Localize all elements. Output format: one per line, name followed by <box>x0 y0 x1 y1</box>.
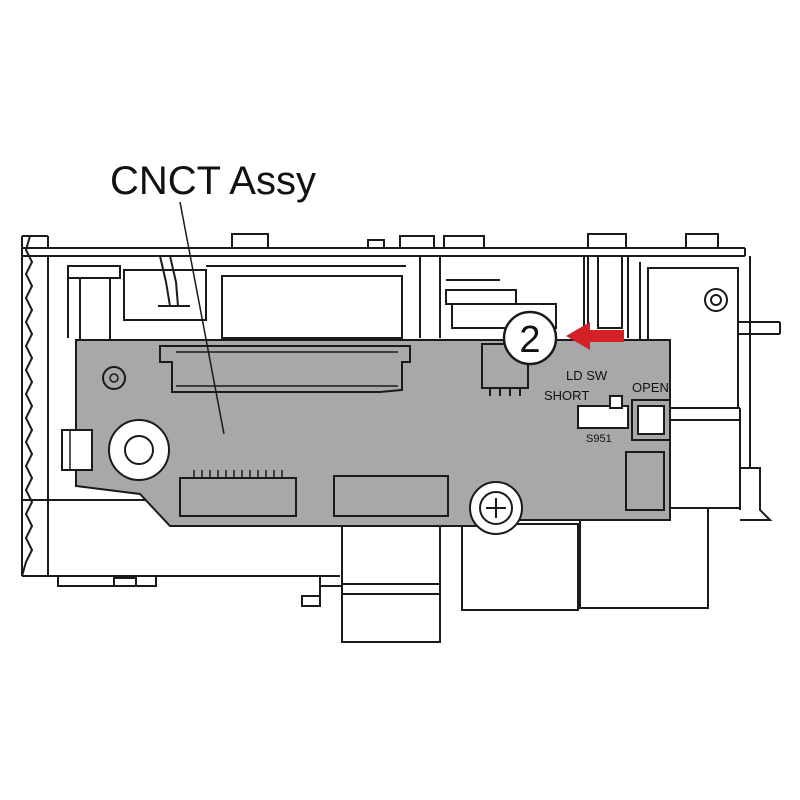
board-bottom-center-connector <box>333 475 449 517</box>
ld-switch-short-label: SHORT <box>544 388 589 403</box>
board-bottom-left-connector <box>179 477 297 517</box>
cnct-board <box>61 339 671 535</box>
ld-switch-open-label: OPEN <box>632 380 669 395</box>
ld-switch-slider <box>609 395 623 409</box>
ld-switch-body <box>577 405 629 429</box>
callout-label: CNCT Assy <box>110 159 316 203</box>
board-mount-hole-icon <box>102 366 126 390</box>
ld-switch-part-ref: S951 <box>586 433 612 445</box>
callout-leader-line <box>179 201 225 435</box>
chassis-serrated-edge <box>21 235 34 577</box>
housing-screw-icon <box>704 288 728 312</box>
step-marker: 2 <box>502 310 558 366</box>
step-number: 2 <box>519 319 540 361</box>
board-left-clip <box>61 429 93 471</box>
direction-arrow-icon <box>566 322 624 350</box>
board-bottom-right-component <box>625 451 665 511</box>
board-top-connector <box>159 345 411 393</box>
chassis <box>21 233 781 643</box>
ld-switch-name: LD SW <box>566 368 608 383</box>
